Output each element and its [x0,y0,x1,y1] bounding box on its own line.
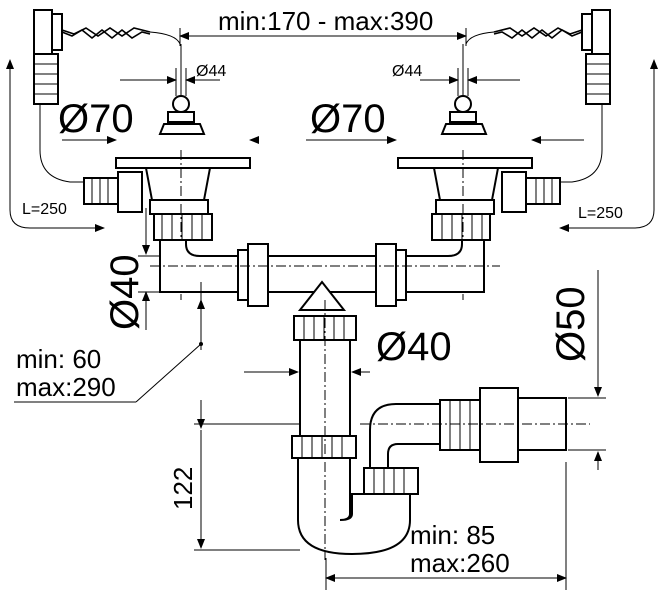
overflow-right-diameter-dim: Ø44 [392,63,520,96]
strainer-left-diameter-dim: Ø70 [58,97,259,144]
drop-max-label: max:290 [16,372,116,402]
hose-right: L=250 [559,59,658,232]
hose-left: L=250 [5,59,105,232]
branch-diameter-dim: Ø40 [103,208,160,330]
hose-left-length: L=250 [22,201,67,218]
overflow-left-unit [33,9,181,105]
overflow-right-unit [465,9,611,105]
strainer-right-diameter-label: Ø70 [310,97,386,141]
trap-height-dim: 122 [168,423,300,551]
outlet-max-label: max:260 [410,548,510,578]
outlet-diameter-dim: Ø50 [549,270,606,470]
trap-inlet-diameter-dim: Ø40 [244,325,452,376]
strainer-left-diameter-label: Ø70 [58,97,134,141]
hose-right-length: L=250 [578,205,623,222]
trap-height-label: 122 [168,467,198,510]
plug-right [440,44,488,135]
top-span-dimension: min:170 - max:390 [179,6,467,46]
outlet-left [83,150,251,300]
drop-dimension: min: 60 max:290 [14,282,205,429]
trap [291,300,590,560]
branch-pipe [150,239,500,311]
outlet-right [397,150,561,300]
trap-inlet-diameter-label: Ø40 [376,325,452,369]
plug-left [158,44,206,135]
overflow-right-diameter-label: Ø44 [392,63,422,80]
overflow-left-diameter-label: Ø44 [196,63,226,80]
drop-min-label: min: 60 [16,344,101,374]
top-span-label: min:170 - max:390 [218,6,433,36]
outlet-reach-dim: min: 85 max:260 [325,462,567,590]
outlet-diameter-label: Ø50 [549,286,593,362]
outlet-min-label: min: 85 [410,520,495,550]
overflow-left-diameter-dim: Ø44 [120,63,226,96]
branch-diameter-label: Ø40 [103,254,147,330]
strainer-right-diameter-dim: Ø70 [306,97,584,144]
